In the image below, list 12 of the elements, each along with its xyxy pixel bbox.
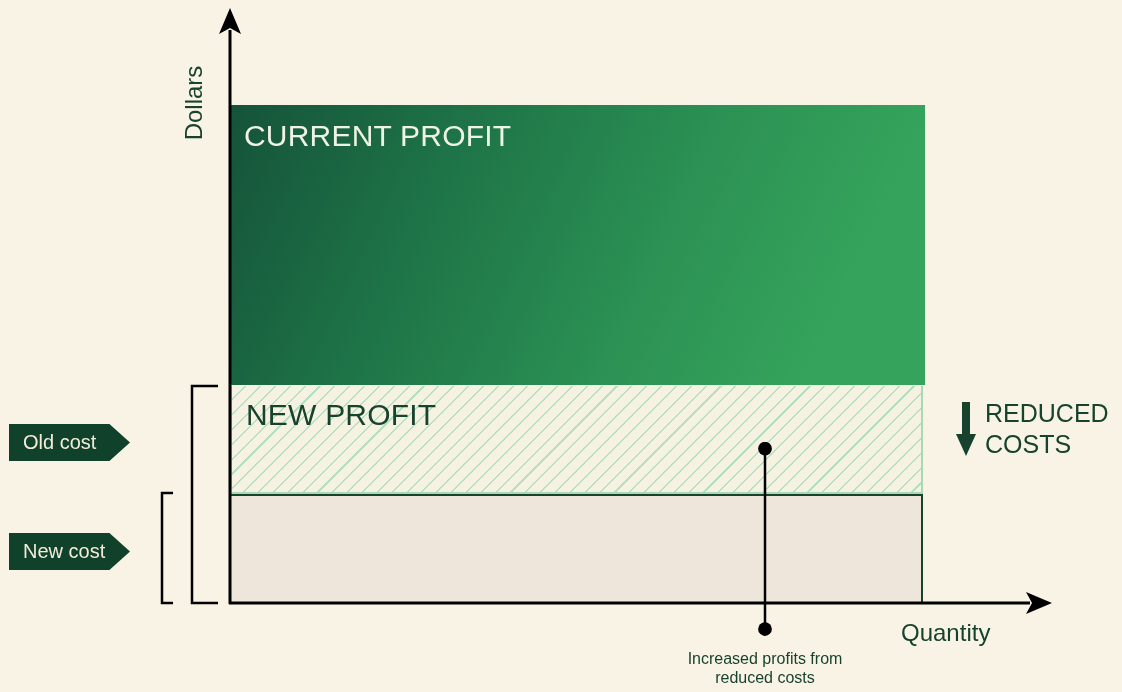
area-label: CURRENT PROFIT — [244, 119, 512, 153]
tag-label: New cost — [9, 533, 130, 570]
axis-label: Dollars — [180, 65, 209, 141]
annotation-text: REDUCED COSTS — [985, 398, 1110, 461]
leader-line — [758, 441, 772, 636]
profit-area — [230, 105, 925, 385]
hatched-profit-area — [230, 386, 923, 494]
annotation-text: Increased profits from reduced costs — [687, 650, 843, 687]
axis-label: Quantity — [901, 619, 991, 647]
tag-label: Old cost — [9, 424, 130, 461]
area-label: NEW PROFIT — [246, 398, 437, 432]
cost-area — [230, 494, 923, 603]
